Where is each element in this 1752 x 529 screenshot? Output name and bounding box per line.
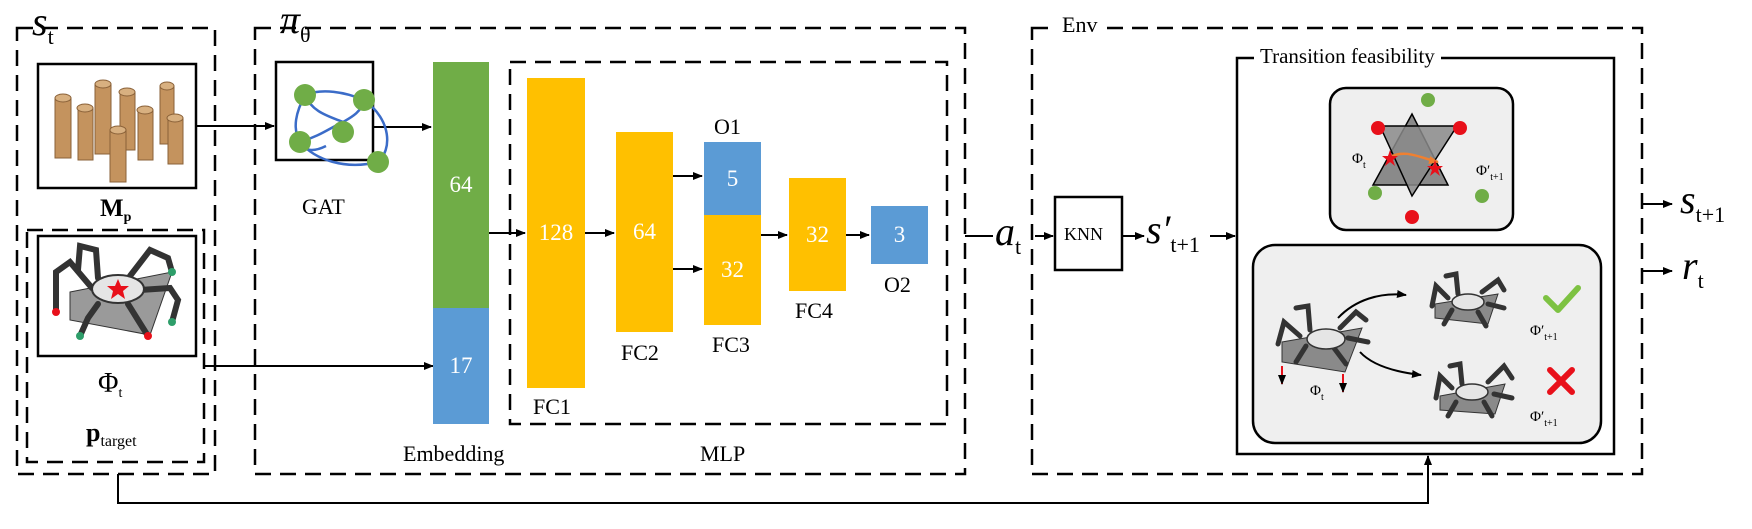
fc3-block: 32 xyxy=(704,215,761,325)
map-label: Mp xyxy=(100,195,132,225)
fc2-label: FC2 xyxy=(621,340,659,365)
next-state-prime-symbol: s′t+1 xyxy=(1146,207,1200,257)
cross-icon xyxy=(1547,367,1575,395)
support-polygon-icon xyxy=(1368,93,1489,224)
action-symbol: at xyxy=(995,209,1022,259)
hexapod-robot-image xyxy=(52,242,182,340)
o2-block: 3 xyxy=(871,206,928,264)
robot-box xyxy=(36,234,198,358)
reward-output: rt xyxy=(1682,243,1704,293)
o2-label: O2 xyxy=(884,272,911,297)
knn-box xyxy=(1053,195,1124,272)
terrain-map-image xyxy=(54,79,184,183)
transition-phi-t: Φt xyxy=(1310,383,1324,403)
phi-label: Φt xyxy=(98,368,123,401)
mlp-label: MLP xyxy=(700,441,746,466)
feasibility-title: Transition feasibility xyxy=(1254,46,1441,67)
gat-label: GAT xyxy=(302,194,345,219)
env-frame xyxy=(1030,26,1644,476)
embedding-state-block: 17 xyxy=(433,308,489,424)
transition-robots-image xyxy=(1275,271,1581,419)
check-icon xyxy=(1543,285,1581,313)
target-label: ptarget xyxy=(86,418,137,450)
fc2-block: 64 xyxy=(616,132,673,332)
embedding-graph-block: 64 xyxy=(433,62,489,308)
next-state-output: st+1 xyxy=(1680,177,1726,227)
state-frame xyxy=(15,26,217,476)
policy-frame xyxy=(253,26,967,476)
fc1-block: 128 xyxy=(527,78,585,388)
feedback-arrow xyxy=(117,455,1432,504)
embedding-label: Embedding xyxy=(403,441,505,466)
robot-target-frame xyxy=(25,228,206,464)
fc4-label: FC4 xyxy=(795,298,833,323)
feasibility-lower-panel xyxy=(1251,243,1603,445)
o1-block: 5 xyxy=(704,142,761,215)
fc1-label: FC1 xyxy=(533,394,571,419)
transition-phi-next-infeasible: Φ′t+1 xyxy=(1530,409,1558,429)
fc4-block: 32 xyxy=(789,178,846,291)
env-label: Env xyxy=(1056,14,1104,36)
state-symbol: st xyxy=(32,0,54,49)
feasibility-phi-next: Φ′t+1 xyxy=(1476,163,1504,183)
knn-label: KNN xyxy=(1064,224,1103,244)
policy-symbol: πθ xyxy=(280,0,311,47)
o1-label: O1 xyxy=(714,114,741,139)
transition-phi-next-feasible: Φ′t+1 xyxy=(1530,323,1558,343)
fc3-label: FC3 xyxy=(712,332,750,357)
graph-icon xyxy=(289,84,389,173)
feasibility-phi-t: Φt xyxy=(1352,151,1366,171)
